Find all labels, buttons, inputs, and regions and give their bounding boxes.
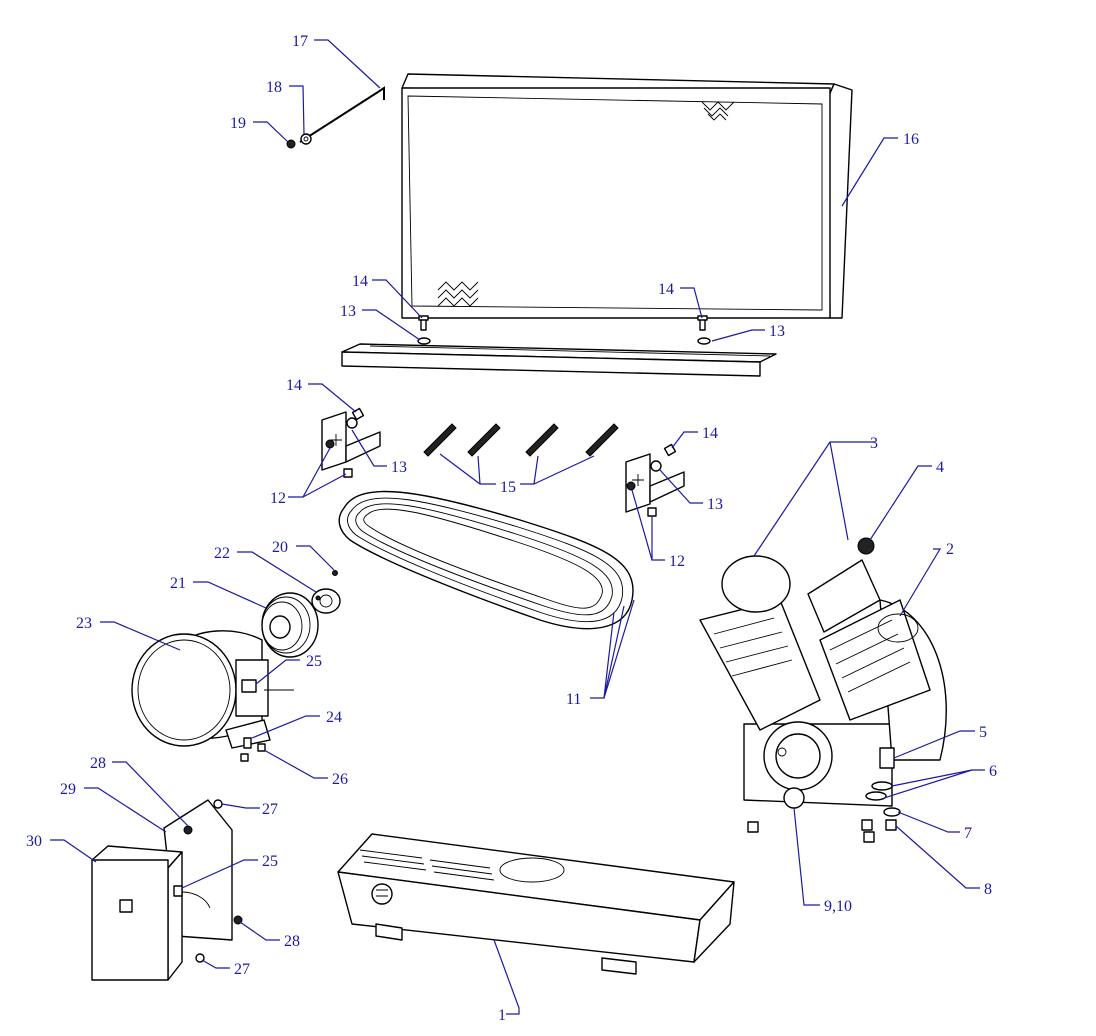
part-7-washer	[883, 807, 901, 817]
callout-2: 2	[946, 541, 954, 558]
part-25-cable-gland-box	[173, 885, 211, 909]
callout-13-top-right: 13	[769, 323, 785, 340]
callout-28-bottom: 28	[284, 933, 300, 950]
callout-25-motor: 25	[306, 653, 322, 670]
part-4-plug	[857, 537, 875, 555]
callout-13-left-bracket: 13	[391, 459, 407, 476]
bracket-13-left	[321, 411, 381, 471]
bolt-14-left-top	[418, 315, 429, 331]
callout-3: 3	[870, 435, 878, 452]
callouts: 1 2 3 4 5 6 7 8 9,10 11 12 12 13 13 13 1…	[26, 33, 997, 1024]
part-1-base	[337, 833, 735, 975]
callout-14-top-left: 14	[352, 273, 368, 290]
washer-13-left-top	[417, 337, 431, 345]
part-30-control-box	[91, 845, 183, 981]
compressor-pump	[699, 599, 947, 807]
part-19-nut	[286, 139, 296, 149]
callout-5: 5	[979, 724, 987, 741]
washer-13-right-top	[697, 337, 711, 345]
callout-22: 22	[214, 545, 230, 562]
callout-26: 26	[332, 771, 348, 788]
callout-19: 19	[230, 115, 246, 132]
callout-23: 23	[76, 615, 92, 632]
part-27-screw-top	[213, 799, 223, 809]
callout-28-top: 28	[90, 755, 106, 772]
part-23-electric-motor	[131, 630, 294, 749]
callout-12-right: 12	[669, 553, 685, 570]
part-9-10-drain-plug	[783, 787, 805, 809]
callout-14-bracket-right: 14	[702, 425, 718, 442]
nut-12-right-b	[647, 507, 657, 517]
callout-27-top: 27	[262, 801, 278, 818]
callout-1: 1	[498, 1007, 506, 1024]
part-26-nut	[240, 743, 266, 762]
callout-6: 6	[989, 763, 997, 780]
part-20-key	[332, 570, 338, 576]
part-16-belt-guard-panel	[401, 73, 853, 319]
part-6-washers	[865, 781, 893, 801]
callout-27-bottom: 27	[234, 961, 250, 978]
callout-18: 18	[266, 79, 282, 96]
part-22-bushing	[311, 588, 341, 614]
callout-11: 11	[566, 691, 581, 708]
callout-12-left: 12	[270, 490, 286, 507]
callout-17: 17	[292, 33, 308, 50]
bolt-14-right-top	[697, 315, 708, 331]
nut-12-right-a	[626, 481, 636, 491]
callout-20: 20	[272, 539, 288, 556]
callout-16: 16	[903, 131, 919, 148]
part-28-nut-top	[183, 825, 193, 835]
callout-13-top-left: 13	[340, 303, 356, 320]
bracket-13-right	[625, 453, 685, 513]
callout-21: 21	[170, 575, 186, 592]
part-24-bolt	[243, 737, 252, 749]
part-2-head	[877, 613, 919, 643]
part-5-fitting	[879, 747, 895, 769]
part-11-v-belts	[338, 490, 634, 630]
callout-14-top-right: 14	[658, 281, 674, 298]
callout-15: 15	[500, 479, 516, 496]
callout-8: 8	[984, 881, 992, 898]
part-15-springs	[423, 423, 619, 457]
callout-4: 4	[936, 459, 944, 476]
part-17-rod	[299, 86, 385, 143]
callout-13-right-bracket: 13	[707, 496, 723, 513]
callout-30: 30	[26, 833, 42, 850]
callout-24: 24	[326, 709, 342, 726]
callout-14-bracket-left: 14	[286, 377, 302, 394]
callout-25-box: 25	[262, 853, 278, 870]
callout-9-10: 9,10	[824, 898, 852, 915]
part-25-cable-gland-motor	[241, 679, 257, 693]
part-21-motor-pulley	[261, 592, 319, 658]
guard-base-rail	[341, 343, 777, 377]
nut-12-left-b	[343, 468, 353, 478]
part-3-air-filter-assembly	[721, 555, 881, 633]
nut-12-left-a	[325, 439, 335, 449]
part-18-washer	[300, 133, 312, 145]
callout-7: 7	[964, 825, 972, 842]
leader-lines	[50, 39, 985, 1015]
part-8-nuts	[747, 819, 897, 843]
callout-29: 29	[60, 781, 76, 798]
